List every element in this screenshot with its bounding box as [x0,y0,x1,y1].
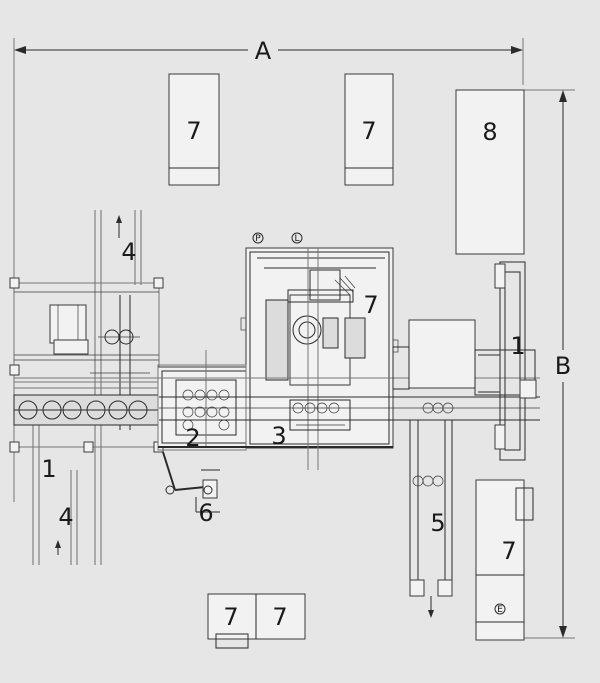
right-module: 1 [392,261,537,461]
unit-2-label: 2 [185,424,200,452]
panel-6-label: 6 [198,499,213,527]
dimension-a-label: A [255,37,272,65]
left-frame-module: 1 [9,277,164,483]
cabinet-right: E 7 [475,479,534,641]
cabinet-bottom-1-label: 7 [223,603,238,631]
marker-l: L [294,234,299,244]
arrow-4-top-label: 4 [121,238,136,266]
conveyor-left-label: 1 [41,455,56,483]
cabinets-bottom: 7 7 [207,593,306,649]
cabinet-center-label: 7 [363,291,378,319]
marker-p: P [255,234,261,244]
outfeed-5: 5 [409,420,453,618]
cabinet-top-mid: 7 [344,73,394,186]
outfeed-5-label: 5 [430,509,445,537]
dimension-b: B [524,89,575,639]
cabinet-8: 8 [455,89,525,255]
cabinet-bottom-2-label: 7 [272,603,287,631]
cabinet-right-label: 7 [501,537,516,565]
main-machine: P L 7 3 [157,232,399,470]
conveyor-right-label: 1 [510,332,525,360]
cabinet-top-left-label: 7 [186,117,201,145]
unit-2: 2 [157,350,251,452]
panel-6: 6 [162,451,220,527]
dimension-b-label: B [555,352,571,380]
marker-e: E [497,605,503,615]
arrow-4-bottom-label: 4 [58,503,73,531]
cabinet-top-left: 7 [168,73,220,186]
cabinet-8-label: 8 [482,118,497,146]
unit-3-label: 3 [271,422,286,450]
cabinet-top-mid-label: 7 [361,117,376,145]
